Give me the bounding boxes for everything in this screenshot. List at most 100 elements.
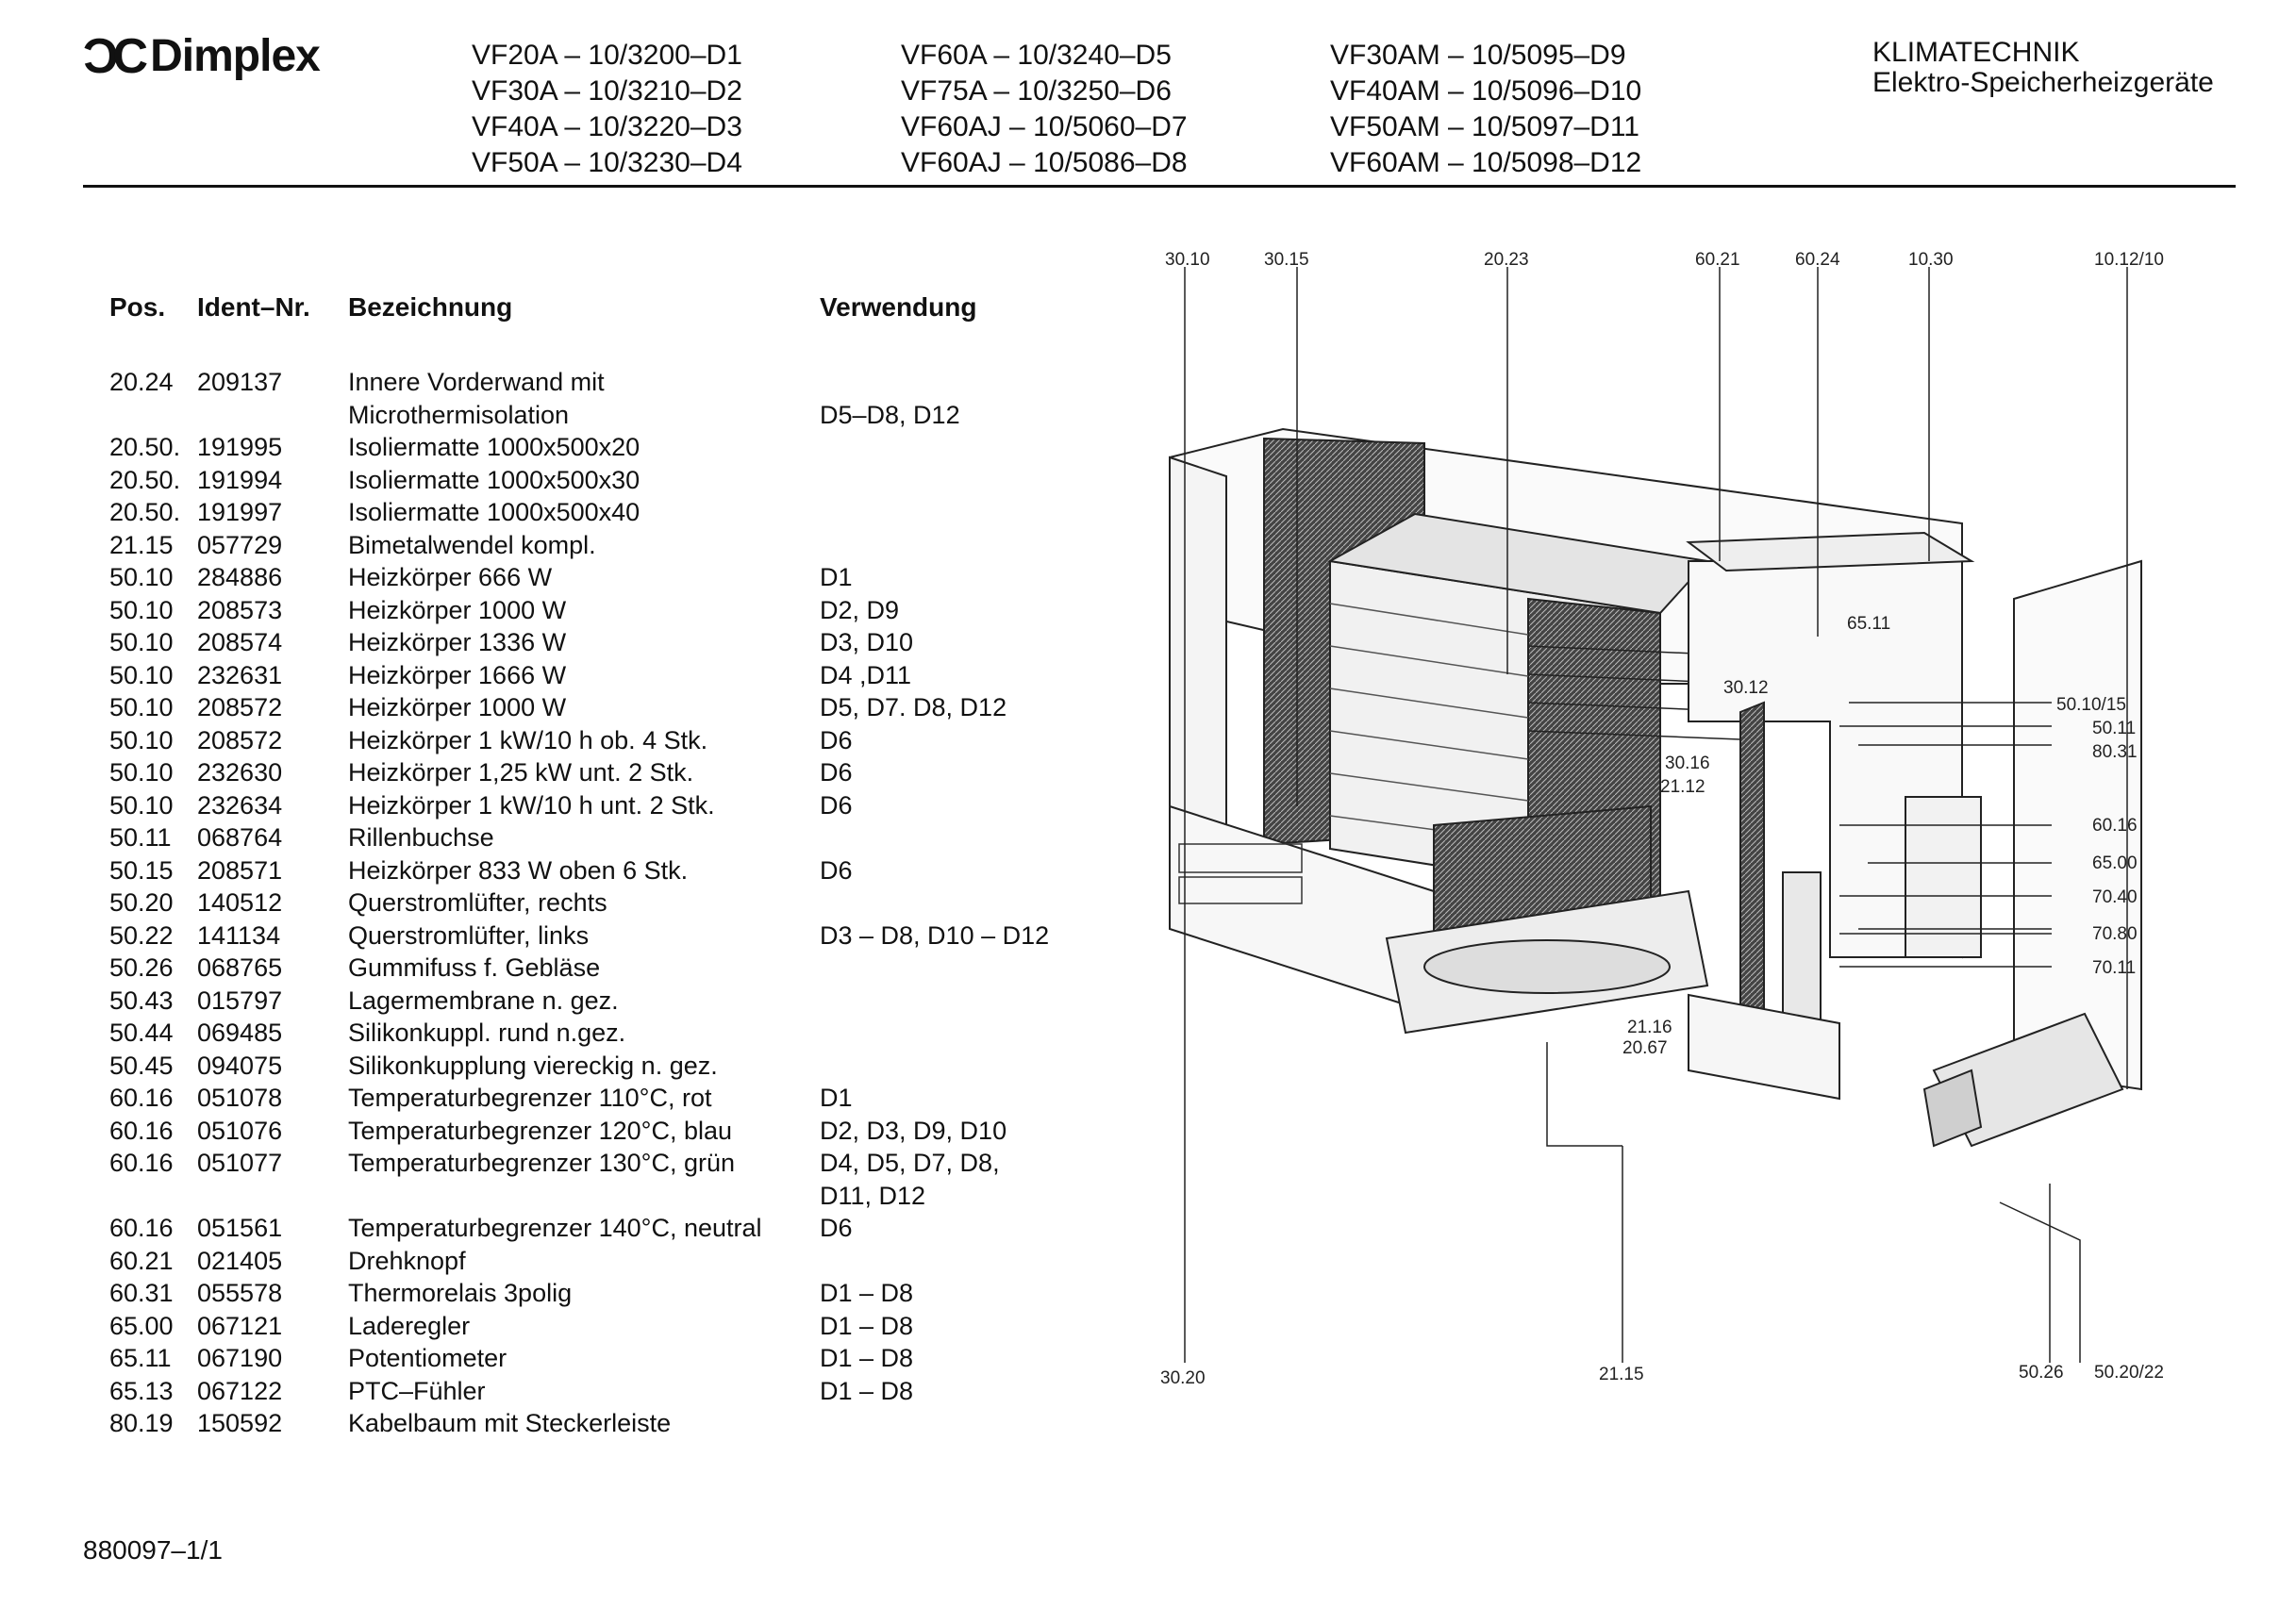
callout-21-16: 21.16 [1627,1018,1672,1037]
callout-50-26: 50.26 [2019,1363,2064,1383]
cell-usage: D5–D8, D12 [820,400,960,429]
cell-ident: 209137 [197,368,283,396]
cell-pos [109,1180,197,1213]
cell-description: Querstromlüfter, links [348,920,590,950]
grille-bottom-right [1688,993,1840,1101]
cell-description: Silikonkupplung viereckig n. gez. [348,1051,718,1080]
cell-description: PTC–Fühler [348,1376,486,1405]
cell-pos: 20.50. [109,465,181,494]
cell-usage [820,985,1103,1018]
cell-ident: 051077 [197,1149,283,1177]
insulation-strip-vertical [1739,701,1765,1035]
cell-usage [820,1050,1103,1083]
cell-usage: D6 [820,725,853,754]
cell-description: Querstromlüfter, rechts [348,888,607,917]
model-entry: VF75A – 10/3250–D6 [901,75,1172,107]
model-entry: VF40A – 10/3220–D3 [472,111,742,142]
cell-pos: 50.45 [109,1051,174,1080]
table-row: 20.24 209137 Innere Vorderwand mit [109,366,1103,399]
callout-50-10-15: 50.10/15 [2056,695,2126,715]
table-row: 50.22 141134 Querstromlüfter, links D3 – D8… [109,919,1103,953]
cell-pos: 50.22 [109,920,174,950]
cell-usage: D2, D9 [820,595,900,624]
brand-name: Dimplex [150,31,321,81]
category-title: KLIMATECHNIK [1872,37,2080,68]
cell-ident: 067190 [197,1344,283,1372]
cell-description: Heizkörper 1 kW/10 h ob. 4 Stk. [348,725,708,754]
callout-21-12: 21.12 [1660,777,1705,797]
callout-30-20: 30.20 [1160,1368,1206,1388]
dimplex-logo-icon: ϽC [83,29,148,84]
cell-description: Microthermisolation [348,400,570,429]
header-divider [83,185,2236,188]
cell-usage [820,464,1103,497]
cell-pos: 50.44 [109,1019,174,1047]
model-entry: VF40AM – 10/5096–D10 [1330,75,1642,107]
cell-description: Drehknopf [348,1246,466,1275]
cell-ident: 191995 [197,433,283,461]
model-entry: VF20A – 10/3200–D1 [472,40,742,71]
table-row: 20.50. 191994 Isoliermatte 1000x500x30 [109,464,1103,497]
cell-usage: D1 [820,563,853,591]
callout-20-67: 20.67 [1622,1038,1668,1058]
cell-description: Heizkörper 833 W oben 6 Stk. [348,855,689,885]
cell-usage [820,529,1103,562]
controller-box [1905,796,1982,958]
cell-description: Kabelbaum mit Steckerleiste [348,1409,672,1437]
callout-30-12: 30.12 [1723,678,1769,698]
cell-pos: 65.11 [109,1344,172,1372]
housing-side-panel [1169,456,1227,846]
cell-ident: 021405 [197,1246,283,1275]
table-row: Microthermisolation D5–D8, D12 [109,399,1103,432]
cell-description: Innere Vorderwand mit [348,368,605,396]
cell-usage [820,1017,1103,1050]
cell-pos: 20.50. [109,498,181,526]
cell-description: Thermorelais 3polig [348,1279,573,1307]
cell-ident [197,1180,348,1213]
cell-description: Laderegler [348,1311,471,1340]
cell-usage: D6 [820,758,853,787]
cell-description: Temperaturbegrenzer 120°C, blau [348,1116,733,1145]
cell-description: Isoliermatte 1000x500x30 [348,465,641,494]
cell-ident: 140512 [197,888,283,917]
cell-usage: D3, D10 [820,628,914,656]
cell-description: Bimetalwendel kompl. [348,530,596,559]
cell-ident: 208573 [197,595,283,624]
cell-pos: 20.24 [109,368,174,396]
fan-motor [1922,1069,1983,1148]
model-list-column-1: VF20A – 10/3200–D1 VF30A – 10/3210–D2 VF… [472,38,742,181]
cell-description: Isoliermatte 1000x500x40 [348,498,641,526]
callout-21-15: 21.15 [1599,1365,1644,1384]
cell-usage: D1 – D8 [820,1376,914,1405]
cell-usage [820,431,1103,464]
cell-usage [820,886,1103,919]
cell-ident: 067121 [197,1311,283,1340]
callout-70-80: 70.80 [2092,924,2138,944]
cell-pos: 80.19 [109,1409,174,1437]
cell-pos: 50.10 [109,628,174,656]
cell-ident: 191994 [197,465,283,494]
cell-usage: D6 [820,855,853,885]
cell-ident: 057729 [197,530,283,559]
cell-pos: 50.10 [109,758,174,787]
cell-ident: 141134 [197,920,281,950]
callout-60-24: 60.24 [1795,250,1840,270]
table-row: D11, D12 [109,1180,1103,1213]
cell-usage: D1 [820,1084,853,1112]
callout-10-12-10: 10.12/10 [2094,250,2164,270]
cell-usage: D2, D3, D9, D10 [820,1116,1007,1145]
header-ident: Ident–Nr. [197,292,310,322]
cell-usage: D3 – D8, D10 – D12 [820,920,1050,950]
cell-pos: 50.10 [109,693,174,721]
